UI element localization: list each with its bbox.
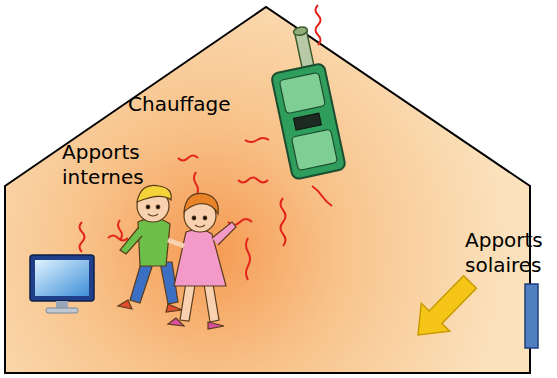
window [525,284,538,348]
area-label: Apports internes [62,140,162,190]
solar-arrow [418,276,476,335]
area-label: Chauffage [128,92,258,117]
children [118,185,236,329]
heater [262,24,346,180]
computer [30,255,94,313]
house-outline [5,7,530,373]
arrow-label: Apports solaires [465,228,555,278]
